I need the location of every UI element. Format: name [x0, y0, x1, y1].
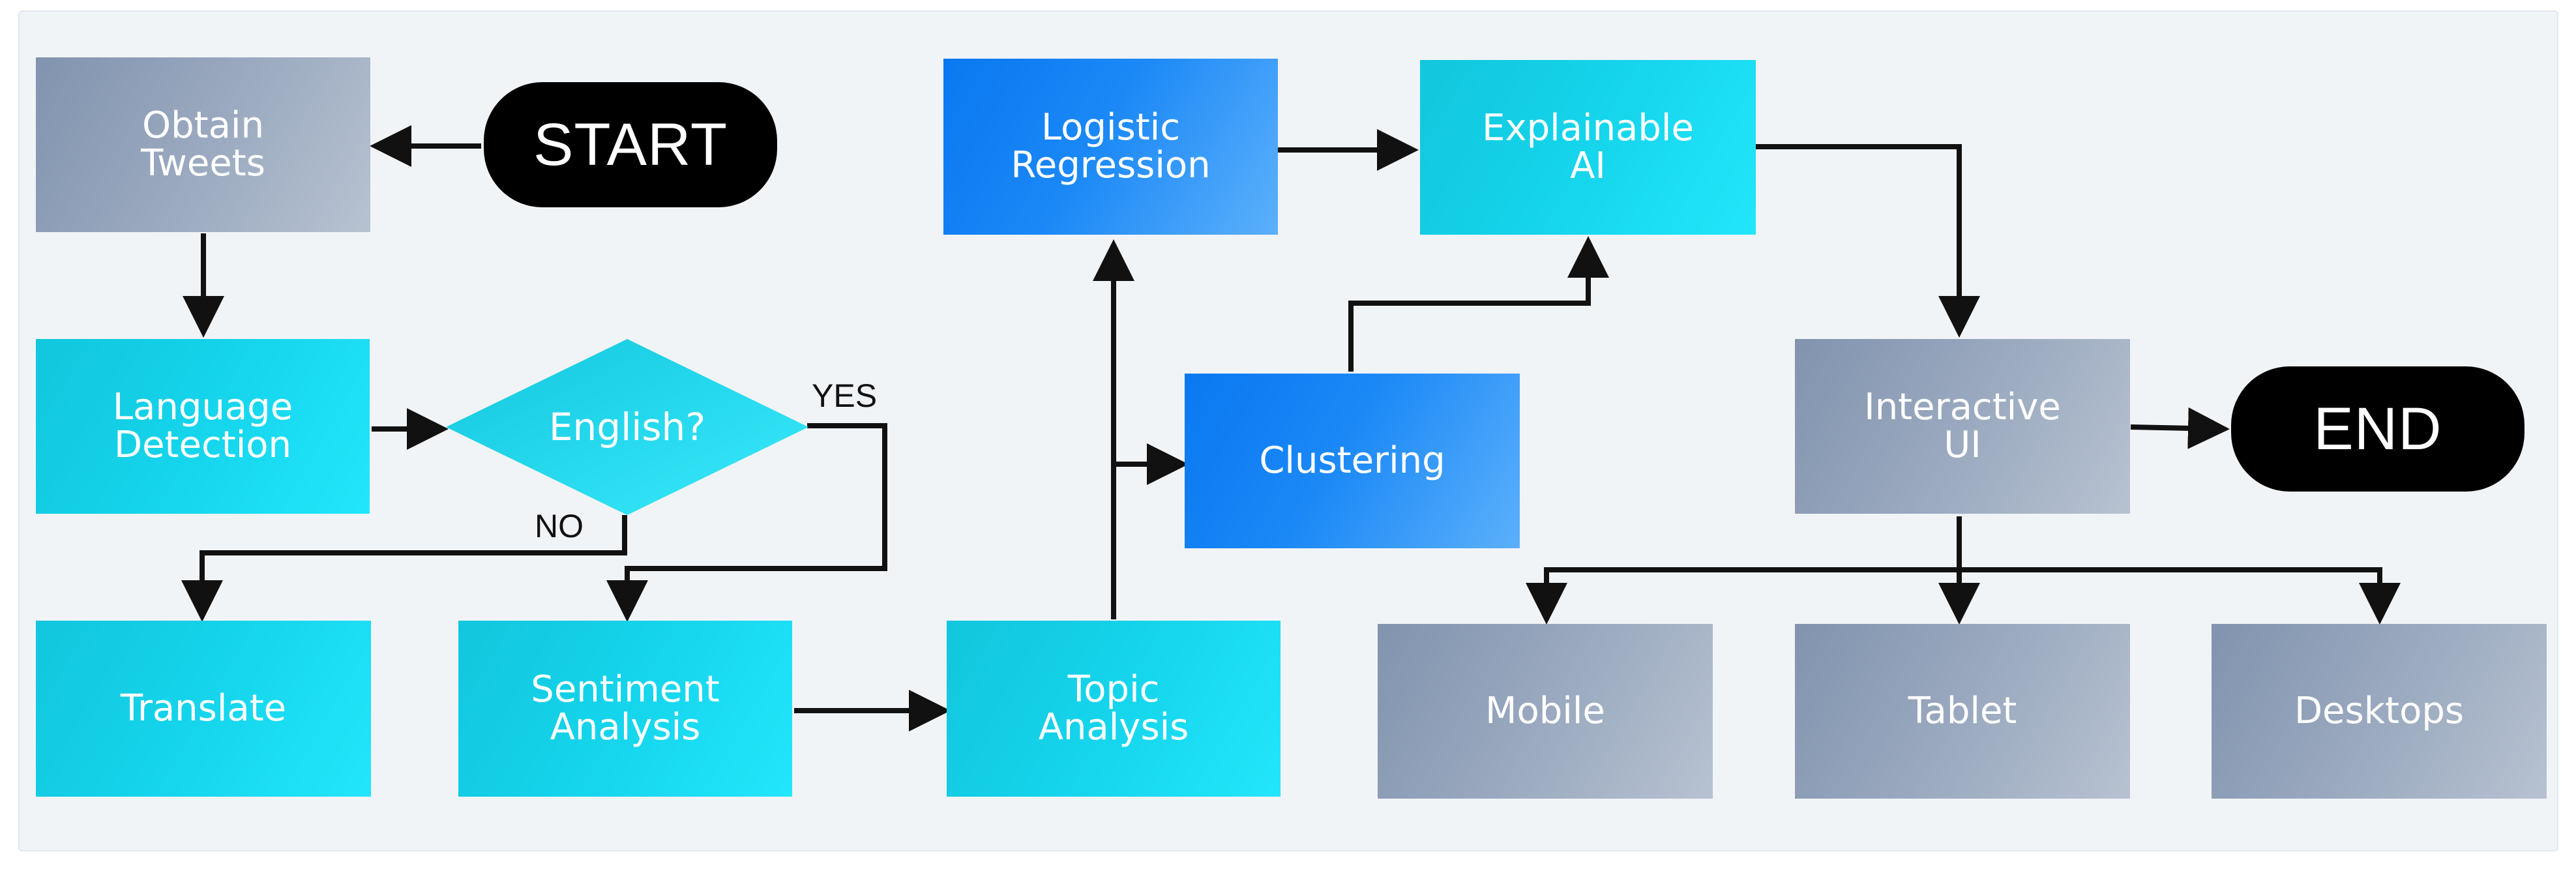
start-node: START [484, 82, 777, 207]
arrow-ui-to-mobile [1526, 567, 1959, 625]
sentiment-analysis-node: Sentiment Analysis [458, 621, 792, 797]
no-label: NO [535, 508, 584, 544]
arrow-no-to-translate [181, 515, 627, 622]
decision-diamond-shape [446, 339, 808, 515]
interactive-ui-node: Interactive UI [1795, 339, 2130, 514]
arrow-yes-to-sentiment [606, 423, 887, 622]
translate-node: Translate [36, 621, 371, 797]
logistic-regression-node: Logistic Regression [943, 59, 1278, 235]
arrow-ui-to-desktops [1959, 567, 2401, 625]
arrow-ui-to-end [2130, 407, 2230, 449]
mobile-node: Mobile [1378, 624, 1713, 799]
arrow-clustering-to-xai [1348, 236, 1609, 372]
clustering-node: Clustering [1185, 374, 1520, 548]
language-detection-node: Language Detection [36, 339, 370, 514]
english-decision-node: English? [446, 339, 808, 515]
topic-analysis-node: Topic Analysis [947, 621, 1281, 797]
obtain-tweets-node: Obtain Tweets [36, 57, 370, 232]
tablet-node: Tablet [1795, 624, 2130, 799]
end-node: END [2231, 366, 2524, 492]
yes-label: YES [812, 377, 878, 414]
desktops-node: Desktops [2212, 624, 2547, 799]
english-decision-label: English? [548, 405, 706, 449]
explainable-ai-node: Explainable AI [1420, 60, 1756, 235]
arrow-xai-to-ui [1756, 144, 1980, 338]
